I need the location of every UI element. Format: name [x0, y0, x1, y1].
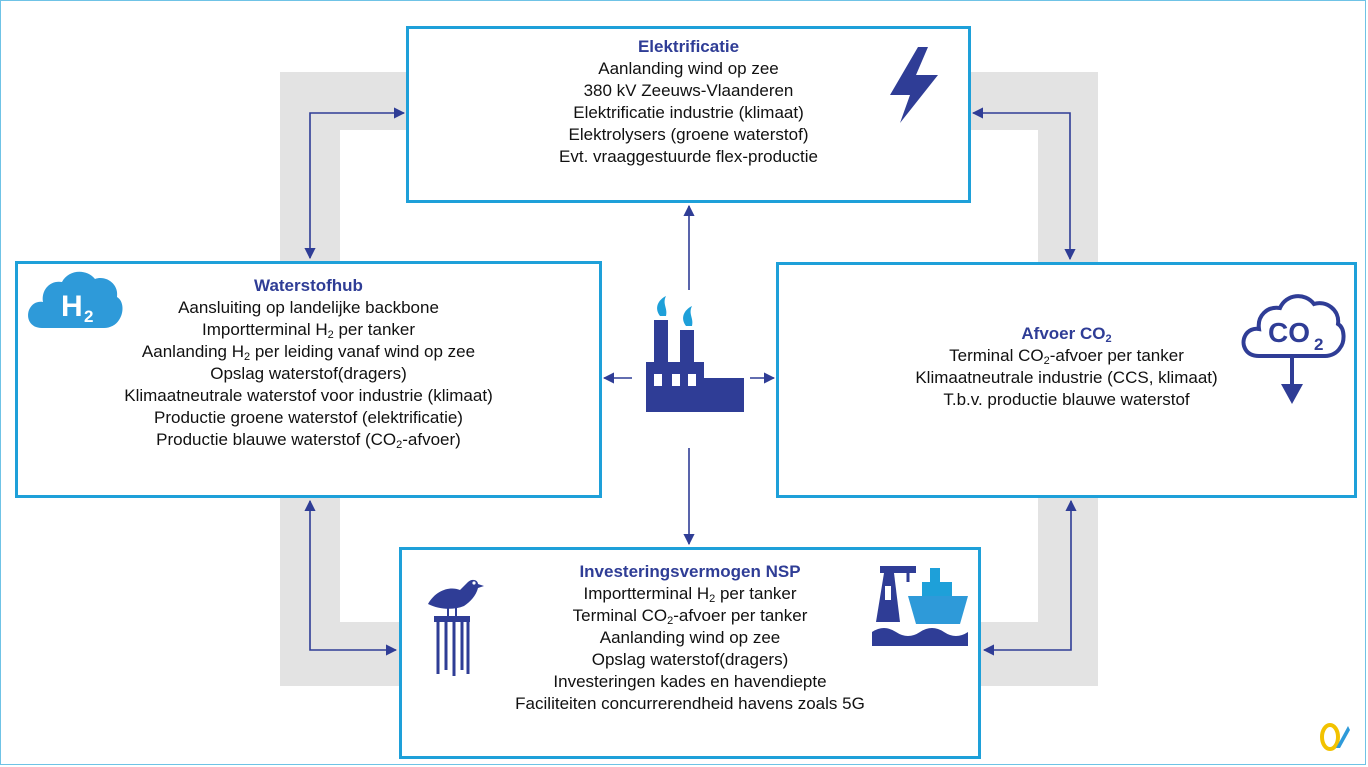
investering-line: Importterminal H2 per tanker: [583, 584, 797, 605]
arrow-top-right: [971, 107, 1076, 261]
elektrificatie-title: Elektrificatie: [637, 37, 740, 56]
elektrificatie-line: Elektrificatie industrie (klimaat): [573, 103, 804, 122]
afvoer-title: Afvoer CO2: [1021, 324, 1112, 345]
svg-text:2: 2: [84, 307, 93, 326]
waterstofhub-line: Opslag waterstof(dragers): [210, 364, 407, 383]
waterstofhub-line: Productie groene waterstof (elektrificat…: [154, 408, 463, 427]
waterstofhub-line: Aansluiting op landelijke backbone: [178, 298, 439, 317]
elektrificatie-line: Elektrolysers (groene waterstof): [568, 125, 809, 144]
factory-icon: [646, 296, 744, 412]
elektrificatie-line: Aanlanding wind op zee: [598, 59, 779, 78]
svg-text:H: H: [61, 290, 83, 323]
logo-icon: [1320, 723, 1350, 751]
seagull-on-pier-icon: [428, 579, 484, 676]
investering-line: Investeringen kades en havendiepte: [553, 672, 827, 691]
afvoer-line: Terminal CO2-afvoer per tanker: [949, 346, 1184, 367]
elektrificatie-box: Elektrificatie Aanlanding wind op zee 38…: [406, 26, 971, 203]
waterstofhub-line: Importterminal H2 per tanker: [201, 320, 416, 341]
waterstofhub-line: Productie blauwe waterstof (CO2-afvoer): [156, 430, 461, 451]
lightning-bolt-icon: [890, 47, 938, 123]
afvoer-line: T.b.v. productie blauwe waterstof: [943, 390, 1190, 409]
co2-cloud-icon: CO 2: [1241, 294, 1346, 404]
h2-cloud-icon: H 2: [28, 271, 123, 328]
ship-crane-icon: [872, 566, 968, 646]
investering-box: Investeringsvermogen NSP Importterminal …: [399, 547, 981, 759]
afvoer-line: Klimaatneutrale industrie (CCS, klimaat): [915, 368, 1218, 387]
investering-line: Faciliteiten concurrerendheid havens zoa…: [515, 694, 865, 713]
elektrificatie-line: 380 kV Zeeuws-Vlaanderen: [583, 81, 794, 100]
investering-line: Opslag waterstof(dragers): [591, 650, 789, 669]
svg-text:CO: CO: [1268, 317, 1310, 348]
waterstofhub-line: Klimaatneutrale waterstof voor industrie…: [124, 386, 493, 405]
arrow-bottom-left: [304, 499, 398, 656]
arrow-top-left: [304, 107, 406, 260]
afvoer-co2-box: Afvoer CO2 Terminal CO2-afvoer per tanke…: [776, 262, 1357, 498]
arrow-bottom-right: [982, 499, 1077, 656]
svg-text:2: 2: [1314, 335, 1323, 354]
waterstofhub-line: Aanlanding H2 per leiding vanaf wind op …: [141, 342, 476, 363]
elektrificatie-line: Evt. vraaggestuurde flex-productie: [559, 147, 818, 166]
investering-line: Terminal CO2-afvoer per tanker: [572, 606, 808, 627]
investering-line: Aanlanding wind op zee: [599, 628, 781, 647]
waterstofhub-title: Waterstofhub: [254, 276, 363, 295]
investering-title: Investeringsvermogen NSP: [579, 562, 801, 581]
